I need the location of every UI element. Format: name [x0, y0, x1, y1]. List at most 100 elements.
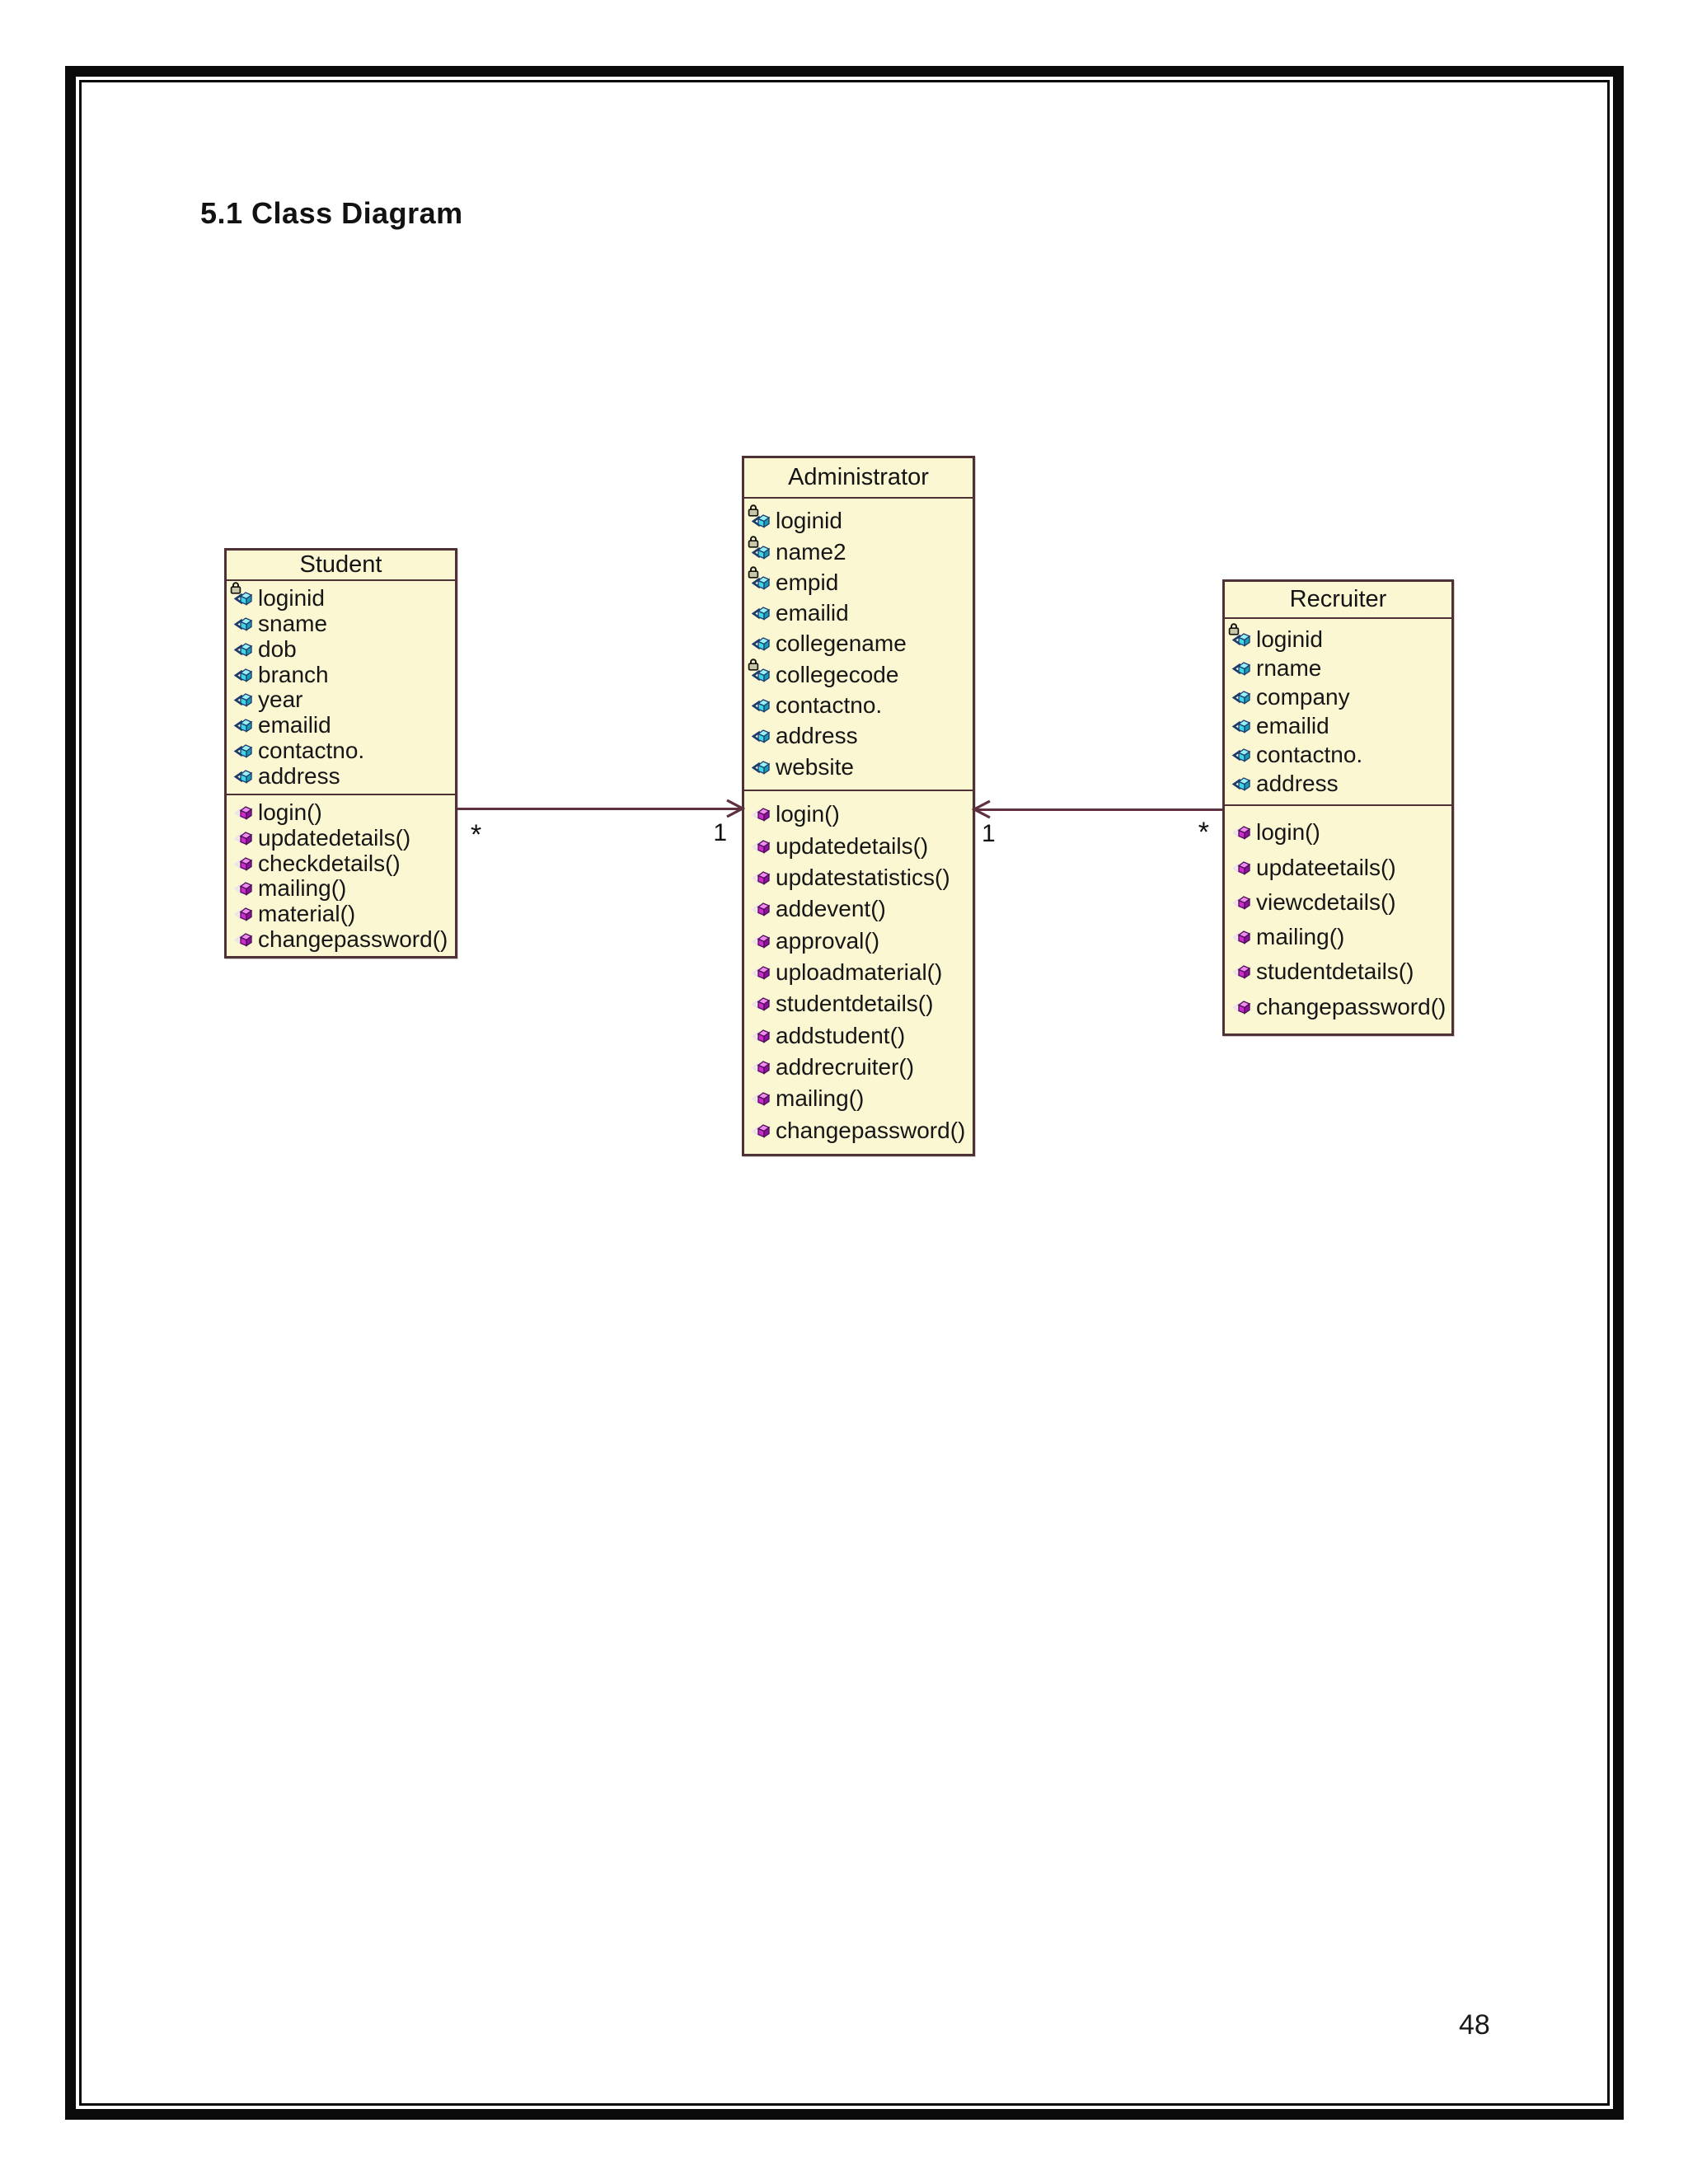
- attribute-row: collegecode: [744, 658, 973, 687]
- operation-label: mailing(): [258, 875, 347, 902]
- operation-label: addrecruiter(): [776, 1053, 915, 1080]
- association-student-administrator: * 1: [457, 799, 745, 857]
- lock-icon: [748, 658, 759, 671]
- operation-icon: [1231, 963, 1254, 980]
- operation-row: mailing(): [744, 1087, 973, 1110]
- operation-icon: [751, 806, 773, 823]
- operation-icon: [751, 996, 773, 1012]
- page-border-inner: [79, 80, 1610, 2106]
- operation-label: approval(): [776, 927, 880, 954]
- attribute-row: address: [227, 765, 455, 788]
- attribute-icon: [751, 697, 773, 714]
- attribute-row: company: [1225, 686, 1451, 709]
- class-name: Administrator: [744, 458, 973, 499]
- lock-icon: [748, 535, 759, 548]
- operation-label: studentdetails(): [776, 991, 934, 1017]
- section-title: 5.1 Class Diagram: [200, 196, 463, 230]
- operation-label: material(): [258, 901, 356, 927]
- attribute-icon: [751, 728, 773, 744]
- attribute-label: name2: [776, 538, 846, 565]
- attribute-row: contactno.: [1225, 743, 1451, 766]
- operation-row: approval(): [744, 927, 973, 954]
- multiplicity-label: 1: [982, 820, 996, 847]
- attribute-label: collegecode: [776, 661, 899, 687]
- lock-icon: [230, 582, 241, 594]
- operation-icon: [1231, 860, 1254, 876]
- attribute-icon: [751, 635, 773, 652]
- attribute-icon: [233, 743, 256, 759]
- operation-row: updatestatistics(): [744, 865, 973, 889]
- operation-icon: [751, 901, 773, 917]
- operation-row: updatedetails(): [227, 826, 455, 850]
- attribute-label: empid: [776, 569, 839, 595]
- attribute-icon: [1231, 660, 1254, 677]
- attribute-label: address: [258, 763, 340, 789]
- operation-row: changepassword(): [227, 928, 455, 951]
- attribute-icon: [233, 768, 256, 785]
- operation-label: login(): [258, 799, 322, 825]
- operation-icon: [1231, 999, 1254, 1015]
- multiplicity-label: *: [1198, 817, 1209, 848]
- operation-label: addstudent(): [776, 1022, 906, 1048]
- operation-row: changepassword(): [744, 1117, 973, 1143]
- operation-icon: [751, 1122, 773, 1139]
- attribute-label: rname: [1256, 655, 1322, 681]
- attribute-label: website: [776, 753, 854, 780]
- page-border: [65, 66, 1624, 2120]
- operation-icon: [233, 931, 256, 948]
- attribute-row: name2: [744, 535, 973, 565]
- operation-row: material(): [227, 902, 455, 926]
- attribute-row: emailid: [744, 602, 973, 625]
- attribute-icon: [1231, 689, 1254, 705]
- operation-label: login(): [1256, 819, 1320, 846]
- operation-row: login(): [1225, 821, 1451, 844]
- operation-icon: [751, 933, 773, 949]
- operation-row: addevent(): [744, 898, 973, 921]
- attribute-icon: [748, 504, 773, 529]
- operation-row: addstudent(): [744, 1024, 973, 1047]
- attribute-row: dob: [227, 635, 455, 662]
- operation-label: changepassword(): [776, 1117, 966, 1143]
- attribute-row: sname: [227, 612, 455, 635]
- operation-icon: [751, 838, 773, 855]
- operation-label: changepassword(): [1256, 993, 1447, 1019]
- operation-row: updateetails(): [1225, 854, 1451, 880]
- operations-compartment: login()updatedetails()checkdetails()mail…: [227, 794, 455, 957]
- open-arrowhead-icon: [972, 799, 991, 819]
- operation-icon: [751, 869, 773, 886]
- operation-label: checkdetails(): [258, 850, 401, 876]
- attribute-row: contactno.: [744, 694, 973, 717]
- attribute-label: address: [1256, 771, 1339, 796]
- attribute-icon: [1231, 747, 1254, 763]
- attribute-row: address: [744, 724, 973, 748]
- class-name: Student: [227, 551, 455, 581]
- operation-row: studentdetails(): [1225, 960, 1451, 983]
- operation-icon: [233, 855, 256, 872]
- attribute-row: collegename: [744, 632, 973, 655]
- attribute-label: contactno.: [776, 692, 883, 719]
- attribute-row: empid: [744, 566, 973, 595]
- operation-icon: [1231, 894, 1254, 911]
- attribute-row: loginid: [744, 504, 973, 532]
- multiplicity-label: *: [471, 819, 482, 851]
- uml-class-administrator: Administrator loginid name2 empid emailid co…: [742, 456, 975, 1156]
- attributes-compartment: loginid name2 empid emailid collegename colle…: [744, 499, 973, 790]
- attribute-label: dob: [258, 635, 297, 662]
- attribute-icon: [751, 605, 773, 621]
- attribute-row: loginid: [227, 582, 455, 610]
- operation-icon: [233, 906, 256, 922]
- page-number: 48: [1459, 2009, 1490, 2041]
- operation-label: updateetails(): [1256, 854, 1396, 880]
- attribute-label: emailid: [258, 712, 331, 738]
- operation-icon: [751, 1090, 773, 1107]
- operation-row: uploadmaterial(): [744, 960, 973, 984]
- attribute-row: address: [1225, 772, 1451, 795]
- operation-row: mailing(): [1225, 926, 1451, 949]
- attribute-icon: [233, 641, 256, 658]
- attribute-label: branch: [258, 661, 329, 687]
- attribute-icon: [233, 717, 256, 733]
- operation-label: mailing(): [1256, 924, 1345, 950]
- attribute-label: emailid: [1256, 713, 1329, 738]
